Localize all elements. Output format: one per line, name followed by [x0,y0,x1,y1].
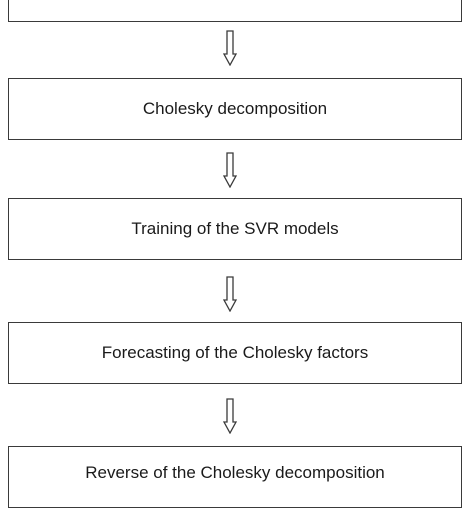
down-arrow-icon [222,152,238,188]
flow-step-3: Training of the SVR models [8,198,462,260]
flow-step-label: Forecasting of the Cholesky factors [101,343,369,362]
flow-step-2: Cholesky decomposition [8,78,462,140]
down-arrow-icon [222,398,238,434]
flow-step-label: Reverse of the Cholesky decomposition [85,463,385,482]
down-arrow-icon [222,30,238,66]
flow-step-1 [8,0,462,22]
flow-step-4: Forecasting of the Cholesky factors [8,322,462,384]
flow-step-5: Reverse of the Cholesky decomposition [8,446,462,508]
flow-step-label: Cholesky decomposition [142,99,328,118]
down-arrow-icon [222,276,238,312]
flow-step-label: Training of the SVR models [131,219,339,238]
